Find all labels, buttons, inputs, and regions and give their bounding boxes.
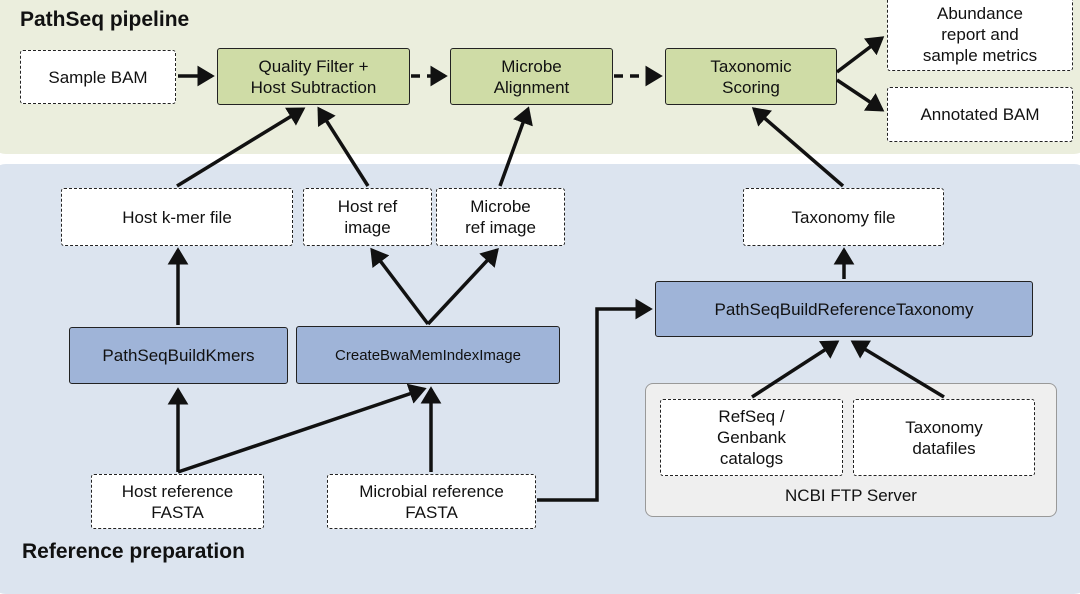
arrow-microbe-image-to-alignment [498,106,533,187]
annotated-bam-label: Annotated BAM [920,105,1040,124]
host-reference-fasta-line-2: FASTA [151,502,204,522]
bwa-mem-index-image-label: CreateBwaMemIndexImage [335,346,521,364]
abundance-report-line-3: sample metrics [922,46,1038,65]
arrow-bwa-to-microbe-image [426,247,499,326]
abundance-report-box: Abundance report and sample metrics [887,0,1073,71]
sample-bam-label: Sample BAM [48,67,148,87]
arrow-microbial-fasta-to-build-taxonomy [537,298,653,502]
host-ref-image-box: Host ref image [303,188,432,246]
arrow-scoring-to-annotated-bam [836,78,885,112]
refseq-catalogs-line-1: RefSeq / [718,407,785,426]
arrow-host-fasta-to-bwa [177,383,427,474]
arrow-host-image-to-qc [317,106,370,187]
host-reference-fasta-box: Host reference FASTA [91,474,264,529]
arrow-kmer-to-qc [176,107,306,188]
build-reference-taxonomy-box: PathSeqBuildReferenceTaxonomy [655,281,1033,337]
microbe-alignment-line-1: Microbe [501,56,562,76]
taxonomy-datafiles-line-1: Taxonomy [905,417,983,437]
host-ref-image-line-2: image [344,218,391,237]
microbe-ref-image-box: Microbe ref image [436,188,565,246]
taxonomy-datafiles-line-2: datafiles [912,438,976,458]
microbe-alignment-box: Microbe Alignment [450,48,613,105]
taxonomy-datafiles-box: Taxonomy datafiles [853,399,1035,476]
microbial-reference-fasta-line-1: Microbial reference [359,481,504,501]
arrow-taxonomy-file-to-scoring [751,107,845,188]
build-kmers-box: PathSeqBuildKmers [69,327,288,384]
quality-filter-line-1: Quality Filter + [258,56,369,76]
microbe-ref-image-line-1: Microbe [470,197,531,216]
host-ref-image-line-1: Host ref [337,197,398,216]
quality-filter-line-2: Host Subtraction [250,77,377,97]
taxonomic-scoring-line-2: Scoring [722,77,780,97]
arrow-bwa-to-host-image [370,247,430,326]
microbial-reference-fasta-box: Microbial reference FASTA [327,474,536,529]
reference-title: Reference preparation [22,540,245,563]
taxonomy-file-label: Taxonomy file [791,207,896,227]
refseq-catalogs-line-3: catalogs [719,449,784,468]
host-kmer-file-label: Host k-mer file [122,207,232,227]
host-reference-fasta-line-1: Host reference [121,481,234,501]
refseq-catalogs-line-2: Genbank [717,428,786,447]
build-kmers-label: PathSeqBuildKmers [102,346,255,365]
build-reference-taxonomy-label: PathSeqBuildReferenceTaxonomy [714,299,974,319]
pipeline-title: PathSeq pipeline [20,8,190,31]
sample-bam-box: Sample BAM [20,50,176,104]
arrow-scoring-to-abundance [835,36,885,74]
flow-arrows [167,36,945,502]
abundance-report-line-2: report and [941,25,1019,44]
microbial-reference-fasta-line-2: FASTA [405,502,458,522]
quality-filter-host-subtraction-box: Quality Filter + Host Subtraction [217,48,410,105]
refseq-catalogs-box: RefSeq / Genbank catalogs [660,399,843,476]
microbe-ref-image-line-2: ref image [465,218,536,237]
taxonomy-file-box: Taxonomy file [743,188,944,246]
arrow-datafiles-to-build-taxonomy [850,340,945,399]
taxonomic-scoring-box: Taxonomic Scoring [665,48,837,105]
host-kmer-file-box: Host k-mer file [61,188,293,246]
abundance-report-line-1: Abundance [936,4,1024,23]
taxonomic-scoring-line-1: Taxonomic [710,56,792,76]
microbe-alignment-line-2: Alignment [493,77,570,97]
bwa-mem-index-image-box: CreateBwaMemIndexImage [296,326,560,384]
annotated-bam-box: Annotated BAM [887,87,1073,142]
arrow-refseq-to-build-taxonomy [751,340,840,399]
ncbi-ftp-server-label: NCBI FTP Server [785,486,917,505]
